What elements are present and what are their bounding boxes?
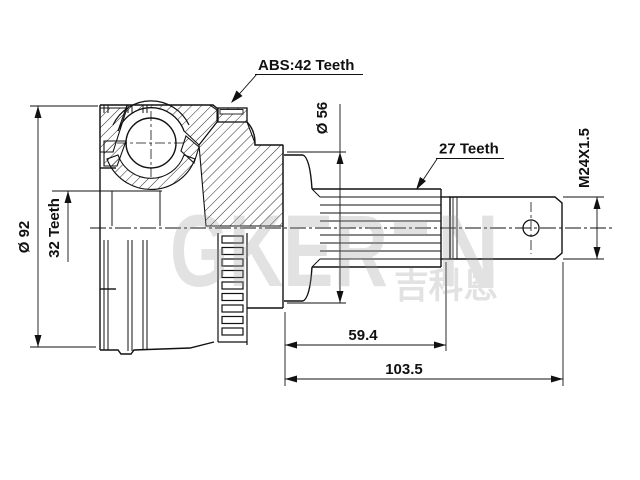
arrow-dia92-top [34, 106, 42, 118]
arrow-thread-bottom [593, 247, 601, 259]
arrow-dia56-top [336, 152, 344, 164]
abs-tooth-band [217, 233, 248, 345]
arrow-thread-top [593, 197, 601, 209]
abs-ring-step [219, 109, 244, 115]
outer-diameter-label: Ø 92 [16, 221, 33, 254]
ball-track-arc [117, 107, 185, 132]
neck-section [198, 121, 284, 227]
spline-lead-chamfer-top [311, 188, 321, 198]
inner-race-wedge-right [180, 135, 200, 164]
cage-section [106, 154, 196, 191]
thread-label: M24X1.5 [576, 128, 593, 188]
collar-chamfer-bottom [302, 266, 313, 302]
dimension-arrowheads [34, 90, 601, 383]
collar-chamfer-top [302, 154, 313, 190]
arrow-dia92-bottom [34, 335, 42, 347]
inner-spline-label: 32 Teeth [46, 198, 63, 258]
arrow-len1035-right [551, 375, 563, 383]
watermark-brand-text: GKER [170, 194, 388, 308]
arrow-teeth32 [64, 191, 72, 203]
arrow-len594-left [285, 341, 297, 349]
threaded-end [449, 196, 563, 260]
arrow-abs-leader [231, 90, 243, 103]
arrow-dia56-bottom [336, 291, 344, 303]
spline-lead-chamfer-bottom [311, 258, 321, 268]
total-length-label: 103.5 [385, 361, 423, 378]
abs-ring [217, 107, 248, 345]
arrow-len594-right [434, 341, 446, 349]
watermark-cjk-text: 吉科恩 [394, 267, 498, 306]
boot-seat-diameter-label: Ø 56 [314, 102, 331, 135]
arrow-len1035-left [285, 375, 297, 383]
watermark-suffix-text: N [437, 194, 499, 308]
watermark-dash [394, 221, 427, 235]
section-hatching [99, 104, 284, 227]
bell-housing [52, 104, 284, 355]
dimension-labels: ABS:42 Teeth 27 Teeth Ø 92 32 Teeth Ø 56… [16, 57, 593, 378]
arrow-teeth27-leader [416, 177, 426, 190]
watermark: GKER N 吉科恩 [170, 194, 499, 308]
ball-centerlines [117, 111, 185, 177]
ball-and-cage [112, 100, 190, 177]
shaft-spline-label: 27 Teeth [439, 141, 499, 158]
spline-length-label: 59.4 [348, 327, 378, 344]
cage-outer-arc [112, 100, 190, 126]
abs-teeth-label: ABS:42 Teeth [258, 57, 354, 74]
bell-bottom-edge [100, 341, 215, 355]
